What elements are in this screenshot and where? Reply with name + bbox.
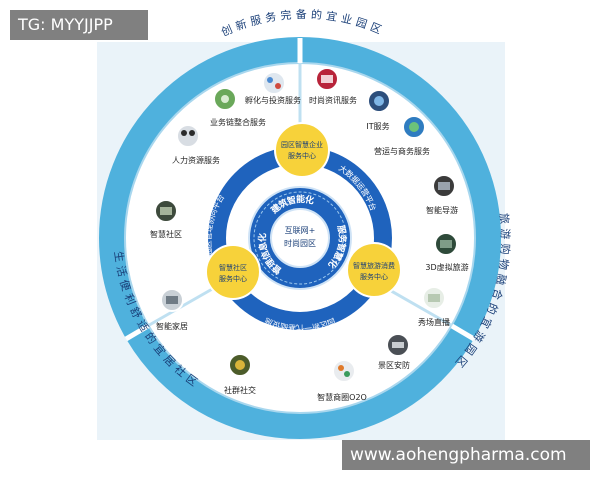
- service-o2o: 智慧商圈O2O: [317, 359, 367, 402]
- service-label: 3D虚拟旅游: [425, 262, 468, 272]
- incubation-icon: [262, 71, 286, 95]
- service-smart-community: 智慧社区: [150, 199, 182, 239]
- service-label: 智能导游: [426, 205, 458, 215]
- core-ring: [250, 188, 350, 288]
- service-incubation: 孵化与投资服务: [245, 71, 301, 105]
- hub-community-line-1: 智慧社区: [219, 263, 247, 272]
- hub-enterprise-line-2: 服务中心: [288, 151, 316, 160]
- core-center: [272, 210, 328, 266]
- o2o-icon: [332, 359, 356, 383]
- service-label: 景区安防: [378, 360, 410, 370]
- service-3d-tour: 3D虚拟旅游: [425, 232, 469, 272]
- watermark-bottom-right: www.aohengpharma.com: [342, 440, 590, 470]
- service-fashion-news: 时尚资讯服务: [309, 67, 357, 105]
- service-label: 业务链整合服务: [210, 117, 266, 127]
- service-label: 社群社交: [224, 385, 256, 395]
- hub-tourism-line-1: 智慧旅游消费: [353, 261, 395, 270]
- hub-tourism: 智慧旅游消费 服务中心: [346, 242, 402, 298]
- hub-enterprise-line-1: 园区智慧企业: [281, 140, 323, 149]
- hub-community-line-2: 服务中心: [219, 274, 247, 283]
- service-label: 智慧社区: [150, 229, 182, 239]
- hub-community: 智慧社区 服务中心: [205, 244, 261, 300]
- ring-gaps: [124, 38, 476, 342]
- hr-icon: [176, 124, 200, 148]
- service-label: 时尚资讯服务: [309, 95, 357, 105]
- service-label: 秀场直播: [418, 317, 450, 327]
- hub-tourism-line-2: 服务中心: [360, 272, 388, 281]
- service-livestream: 秀场直播: [418, 286, 450, 327]
- service-label: 人力资源服务: [172, 155, 220, 165]
- service-label: IT服务: [366, 121, 389, 131]
- service-label: 营运与商务服务: [374, 146, 430, 156]
- service-business-chain: 业务链整合服务: [210, 87, 266, 127]
- hub-enterprise: 园区智慧企业 服务中心: [274, 122, 330, 178]
- service-label: 智慧商圈O2O: [317, 392, 367, 402]
- watermark-top-left: TG: MYYJJPP: [10, 10, 148, 40]
- core-dashed-border: [253, 191, 347, 285]
- service-hr: 人力资源服务: [172, 124, 220, 165]
- service-smart-guide: 智能导游: [426, 174, 458, 215]
- service-security: 景区安防: [378, 333, 410, 370]
- center-text-line-1: 互联网+: [285, 226, 316, 235]
- service-label: 智能家居: [156, 321, 188, 331]
- service-label: 孵化与投资服务: [245, 95, 301, 105]
- service-it: IT服务: [366, 89, 391, 131]
- service-social: 社群社交: [224, 353, 256, 395]
- center-text-line-2: 时尚园区: [284, 238, 316, 248]
- service-operations: 营运与商务服务: [374, 115, 430, 156]
- outer-ring-label-top: 创新服务完备的宜业园区: [219, 7, 387, 39]
- service-smart-home: 智能家居: [156, 288, 188, 331]
